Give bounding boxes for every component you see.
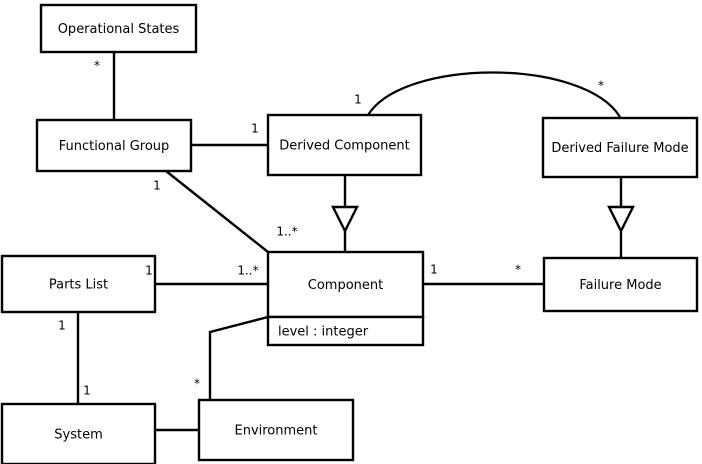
class-name-compartment-system — [0, 402, 157, 464]
class-name-component: Component — [308, 278, 383, 293]
class-name-compartment-environment — [197, 398, 355, 462]
class-name-compartment-failure-mode — [542, 256, 699, 313]
association-assoc-environment-component — [208, 315, 269, 400]
multiplicity-labels-layer: * 1 1 1..* 1 * 1 1..* 1 1 1 * * — [58, 59, 604, 398]
generalizations-layer — [331, 175, 635, 258]
class-name-compartment-derived-failure-mode — [541, 116, 699, 179]
class-name-compartment-functional-group — [35, 118, 193, 173]
class-name-failure-mode: Failure Mode — [579, 278, 661, 293]
class-name-compartment-component — [266, 250, 425, 319]
class-name-environment: Environment — [234, 424, 317, 439]
association-assoc-funcgroup-component — [165, 170, 269, 253]
multiplicity-label: 1 — [58, 319, 66, 333]
multiplicity-label: 1 — [153, 179, 161, 193]
multiplicity-label: 1..* — [276, 225, 297, 239]
multiplicity-label: 1 — [430, 263, 438, 277]
multiplicity-label: * — [194, 377, 200, 391]
associations-layer — [76, 52, 621, 404]
class-name-compartment-derived-component — [266, 113, 423, 177]
class-box-operational-states[interactable]: Operational States — [39, 3, 198, 54]
class-name-compartment-operational-states — [39, 3, 198, 54]
class-name-compartment-parts-list — [0, 254, 157, 314]
multiplicity-label: * — [515, 263, 521, 277]
class-name-functional-group: Functional Group — [59, 139, 170, 154]
class-box-failure-mode[interactable]: Failure Mode — [542, 256, 699, 313]
association-assoc-derivedcomponent-derivedfailuremode — [367, 71, 621, 118]
multiplicity-label: 1 — [83, 384, 91, 398]
class-box-derived-failure-mode[interactable]: Derived Failure Mode — [541, 116, 699, 179]
class-name-derived-failure-mode: Derived Failure Mode — [551, 141, 688, 156]
class-box-component[interactable]: Component level : integer — [266, 250, 425, 347]
class-box-functional-group[interactable]: Functional Group — [35, 118, 193, 173]
multiplicity-label: 1 — [354, 93, 362, 107]
generalization-arrow-gen-derivedfailuremode-failuremode — [607, 205, 635, 234]
class-name-derived-component: Derived Component — [279, 139, 410, 154]
multiplicity-label: * — [94, 59, 100, 73]
class-box-system[interactable]: System — [0, 402, 157, 464]
class-attribute-compartment-component — [266, 315, 425, 347]
class-box-derived-component[interactable]: Derived Component — [266, 113, 423, 177]
multiplicity-label: * — [598, 79, 604, 93]
multiplicity-label: 1 — [251, 122, 259, 136]
class-name-operational-states: Operational States — [58, 22, 180, 37]
multiplicity-label: 1..* — [237, 264, 258, 278]
generalization-arrow-gen-derivedcomponent-component — [331, 205, 359, 234]
class-name-parts-list: Parts List — [49, 278, 108, 293]
class-attribute-component-0: level : integer — [278, 325, 369, 340]
class-box-environment[interactable]: Environment — [197, 398, 355, 462]
class-name-system: System — [54, 428, 102, 443]
class-box-parts-list[interactable]: Parts List — [0, 254, 157, 314]
multiplicity-label: 1 — [145, 264, 153, 278]
